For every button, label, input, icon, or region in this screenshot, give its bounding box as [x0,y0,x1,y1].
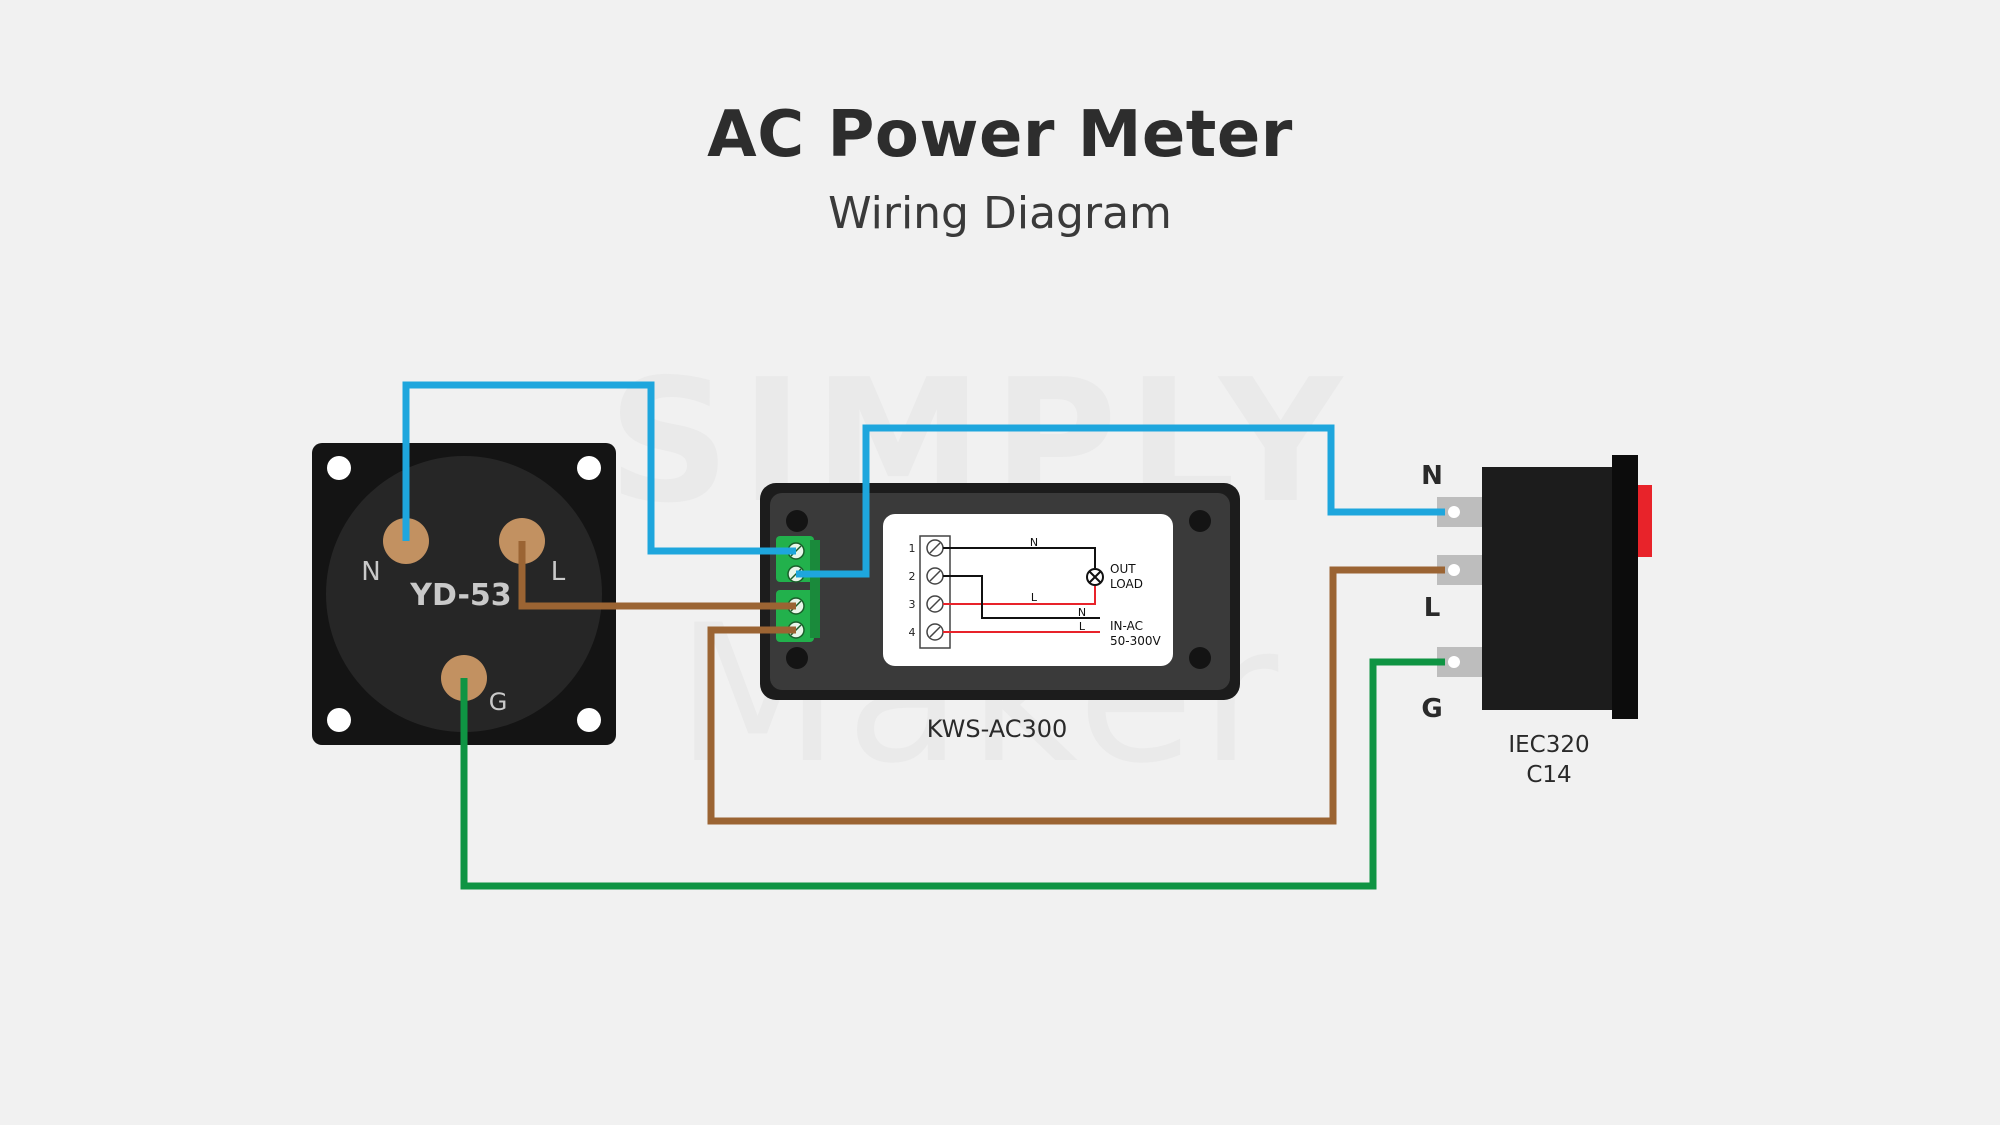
inlet-label-g: G [1421,694,1442,724]
schematic-label-l-mid: L [1031,591,1038,604]
power-switch-indicator [1638,485,1652,557]
socket-label-g: G [489,688,508,716]
socket-mount-hole [327,456,351,480]
inlet-model-line2: C14 [1526,762,1571,788]
meter-screw [1189,510,1211,532]
socket-label-n: N [361,557,380,587]
socket-model-label: YD-53 [409,578,511,613]
schematic-wire-out-l [943,586,1096,605]
neutral-wire-socket-to-meter [402,381,796,555]
socket-mount-hole [577,708,601,732]
inlet-label-l: L [1424,593,1441,623]
meter-terminal-screws [926,539,944,641]
iec-c14-inlet: N L G IEC320 C14 [1421,455,1652,788]
ground-wire [460,658,1445,890]
inlet-model-line1: IEC320 [1508,732,1589,758]
terminal-block-screws [787,542,805,639]
socket-mount-hole [577,456,601,480]
wires [402,381,1445,890]
terminal-number-1: 1 [909,542,916,555]
inlet-label-n: N [1421,461,1443,491]
meter-screw [786,647,808,669]
schematic-wire-in-n [943,575,1100,619]
terminal-number-4: 4 [909,626,916,639]
load-label: LOAD [1110,577,1143,591]
schematic-label-n-low: N [1078,606,1086,619]
terminal-number-3: 3 [909,598,916,611]
meter-schematic [943,547,1104,633]
page-title: AC Power Meter [707,98,1293,172]
socket-yd53: N L G YD-53 [312,443,616,745]
neutral-wire-meter-to-inlet [796,424,1445,578]
schematic-wire-out-n [943,547,1096,568]
in-ac-label: IN-AC [1110,619,1143,633]
socket-mount-hole [327,708,351,732]
meter-model-label: KWS-AC300 [927,715,1068,743]
voltage-range-label: 50-300V [1110,634,1162,648]
meter-screw [1189,647,1211,669]
socket-label-l: L [551,557,566,587]
out-label: OUT [1110,562,1136,576]
live-wire-meter-to-inlet [707,566,1445,825]
terminal-block-back [810,540,820,638]
page-subtitle: Wiring Diagram [828,188,1172,239]
meter-screw [786,510,808,532]
terminal-number-2: 2 [909,570,916,583]
meter-label-panel [883,514,1173,666]
live-wire-socket-to-meter [518,541,796,610]
inlet-flange [1612,455,1638,719]
schematic-label-l-low: L [1079,620,1086,633]
inlet-body [1482,467,1612,710]
power-meter-kws-ac300: 1 2 3 4 N L N L OUT LOAD IN-AC 50-300V [760,483,1240,743]
schematic-label-n-top: N [1030,536,1038,549]
